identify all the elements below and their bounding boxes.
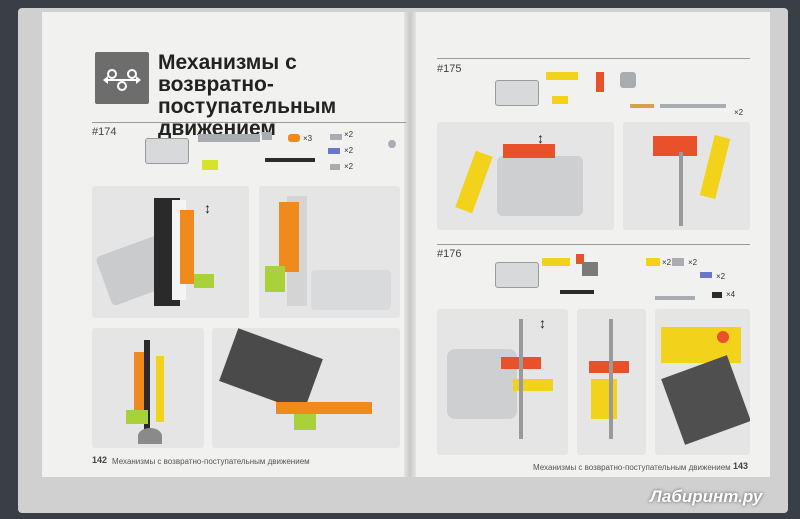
pin-part [330, 134, 342, 140]
arrow-176-icon: ↕ [539, 315, 546, 331]
motor-part-175 [495, 80, 539, 106]
motor-part [145, 138, 189, 164]
arrow-175-icon: ↕ [537, 130, 544, 146]
parts-list-175: ×2 [490, 64, 750, 118]
multiplier-176-3: ×2 [716, 272, 726, 281]
red-pin-176 [576, 254, 584, 264]
photo-175-b [623, 122, 750, 230]
photo-176-a: ↕ [437, 309, 568, 455]
multiplier-4: ×2 [344, 162, 354, 171]
grey-base [138, 428, 162, 444]
grey-axle-175 [660, 104, 726, 108]
step-175-label: #175 [437, 63, 462, 75]
orange-beam-d [276, 402, 372, 414]
photo-175-a: ↕ [437, 122, 614, 230]
footer-left-text: Механизмы с возвратно-поступательным дви… [112, 457, 310, 466]
step-174-label: #174 [92, 126, 117, 138]
yellow-small-176 [646, 258, 660, 266]
small-pin-part [330, 164, 340, 170]
photo-174-d [212, 328, 400, 448]
red-pin-176c [717, 331, 729, 343]
lime-block-b [265, 266, 285, 292]
parts-list-174: ×3 ×2 ×2 ×2 [140, 128, 410, 180]
yellow-bar-175b [699, 134, 731, 200]
rule-176 [437, 244, 750, 245]
orange-crank [180, 210, 194, 284]
yellow-beam-175 [546, 72, 578, 80]
step-176-label: #176 [437, 248, 462, 260]
multiplier-176-4: ×4 [726, 290, 736, 299]
red-beam-175 [596, 72, 604, 92]
multiplier-3: ×2 [344, 146, 354, 155]
lime-beam-part [202, 160, 218, 170]
grey-axle-176 [655, 296, 695, 300]
chapter-title-line-1: Механизмы с возвратно- [158, 51, 297, 96]
grey-block-176 [582, 262, 598, 276]
orange-vertical [134, 352, 144, 414]
multiplier-175: ×2 [734, 108, 744, 117]
multiplier-176-1: ×2 [662, 258, 672, 267]
yellow-frame-176c [661, 327, 741, 363]
multiplier-2: ×2 [344, 130, 354, 139]
arrow-up-down-icon: ↕ [204, 200, 211, 216]
chapter-title: Механизмы с возвратно- поступательным дв… [158, 52, 398, 140]
rule-175 [437, 58, 750, 59]
black-post [144, 340, 150, 430]
motor-176c [661, 355, 750, 445]
lime-part [194, 274, 214, 288]
yellow-lever-175 [552, 96, 568, 104]
bush-part [388, 140, 396, 148]
black-pin-176 [712, 292, 722, 298]
grey-connector-175 [620, 72, 636, 88]
yellow-arm-175 [455, 150, 493, 214]
photo-174-a: ↕ [92, 186, 249, 318]
blue-pin-176 [700, 272, 712, 278]
motor-shape-b [311, 270, 391, 310]
page-gutter [404, 12, 416, 477]
motor-rotated [219, 328, 323, 412]
labirint-watermark: Лабиринт.ру [650, 487, 762, 507]
grey-block-part [262, 132, 272, 140]
photo-176-c [655, 309, 750, 455]
footer-right-text: Механизмы с возвратно-поступательным дви… [533, 463, 731, 472]
multiplier-176-2: ×2 [688, 258, 698, 267]
black-axle-part [265, 158, 315, 162]
yellow-vertical [156, 356, 164, 422]
parts-list-176: ×2 ×2 ×2 ×4 [490, 250, 750, 306]
lime-arm [126, 410, 148, 424]
yellow-crank-176b [591, 379, 617, 419]
motor-part-176 [495, 262, 539, 288]
orange-connector-part [288, 134, 300, 142]
red-crank-175 [503, 144, 555, 158]
grey-axle-175b [679, 152, 683, 226]
yellow-crank-176 [513, 379, 553, 391]
multiplier-1: ×3 [303, 134, 313, 143]
chapter-title-line-2: поступательным [158, 95, 337, 118]
red-crank-175b [653, 136, 697, 156]
motor-175 [497, 156, 583, 216]
rule-174 [92, 122, 406, 123]
grey-beam-176 [672, 258, 684, 266]
reciprocating-motion-icon [95, 52, 149, 104]
footer-left-page-number: 142 [92, 455, 108, 465]
blue-pin-part [328, 148, 340, 154]
lime-arm-d [294, 414, 316, 430]
watermark-text: Лабиринт.ру [650, 487, 763, 506]
photo-176-b [577, 309, 646, 455]
grey-beam-part [198, 134, 260, 142]
photo-174-b [259, 186, 400, 318]
black-axle-176 [560, 290, 594, 294]
grey-axle-176a [519, 319, 523, 439]
orange-crank-b [279, 202, 299, 272]
orange-axle-175 [630, 104, 654, 108]
yellow-beam-176 [542, 258, 570, 266]
photo-174-c [92, 328, 204, 448]
footer-right-page-number: 143 [733, 461, 749, 471]
grey-axle-176b [609, 319, 613, 439]
